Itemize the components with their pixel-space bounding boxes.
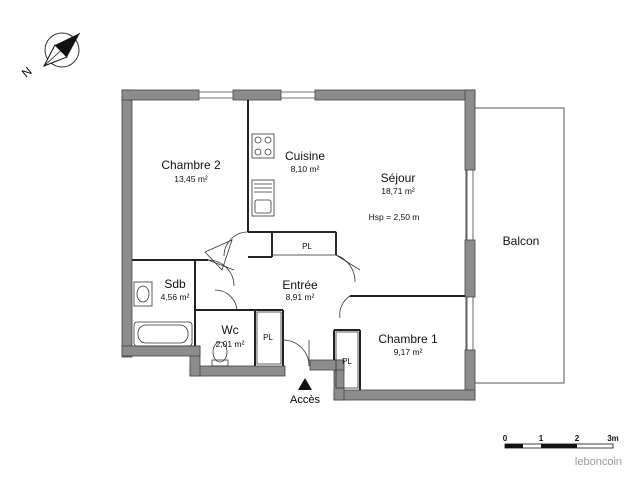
access-arrow-icon bbox=[298, 378, 312, 390]
room-name-entree: Entrée bbox=[282, 278, 318, 292]
room-name-wc: Wc bbox=[221, 323, 238, 337]
compass-north-label: N bbox=[19, 64, 35, 80]
kitchen-fixtures bbox=[251, 133, 275, 217]
closet-label-wc: PL bbox=[263, 333, 273, 342]
scale-tick-2: 2 bbox=[575, 434, 580, 443]
room-area-wc: 2,01 m² bbox=[216, 339, 245, 349]
room-name-chambre2: Chambre 2 bbox=[161, 158, 221, 172]
scale-tick-3m: 3m bbox=[607, 434, 619, 443]
door-swings bbox=[204, 231, 361, 367]
closet-label-kitchen: PL bbox=[302, 242, 312, 251]
room-area-chambre1: 9,17 m² bbox=[394, 347, 423, 357]
ceiling-height-note: Hsp = 2,50 m bbox=[369, 212, 420, 222]
room-labels: Chambre 2 13,45 m² Cuisine 8,10 m² Séjou… bbox=[161, 149, 540, 366]
exterior-walls bbox=[121, 89, 476, 401]
watermark: leboncoin bbox=[575, 456, 622, 468]
windows bbox=[199, 91, 474, 350]
access-label: Accès bbox=[290, 394, 320, 406]
room-name-chambre1: Chambre 1 bbox=[378, 332, 438, 346]
compass-icon: N bbox=[19, 32, 81, 80]
closet-label-chambre1: PL bbox=[342, 357, 352, 366]
room-name-balcon: Balcon bbox=[503, 234, 540, 248]
scale-bar: 0 1 2 3m bbox=[503, 434, 619, 449]
scale-tick-0: 0 bbox=[503, 434, 508, 443]
room-area-sdb: 4,56 m² bbox=[161, 292, 190, 302]
room-area-sejour: 18,71 m² bbox=[381, 186, 415, 196]
room-area-chambre2: 13,45 m² bbox=[174, 174, 208, 184]
room-name-cuisine: Cuisine bbox=[285, 149, 325, 163]
bathroom-fixtures bbox=[133, 281, 229, 367]
room-name-sdb: Sdb bbox=[164, 277, 186, 291]
closet-marks bbox=[256, 231, 359, 389]
access-marker: Accès bbox=[290, 378, 320, 406]
room-area-entree: 8,91 m² bbox=[286, 292, 315, 302]
room-area-cuisine: 8,10 m² bbox=[291, 164, 320, 174]
scale-tick-1: 1 bbox=[539, 434, 544, 443]
room-name-sejour: Séjour bbox=[381, 171, 416, 185]
